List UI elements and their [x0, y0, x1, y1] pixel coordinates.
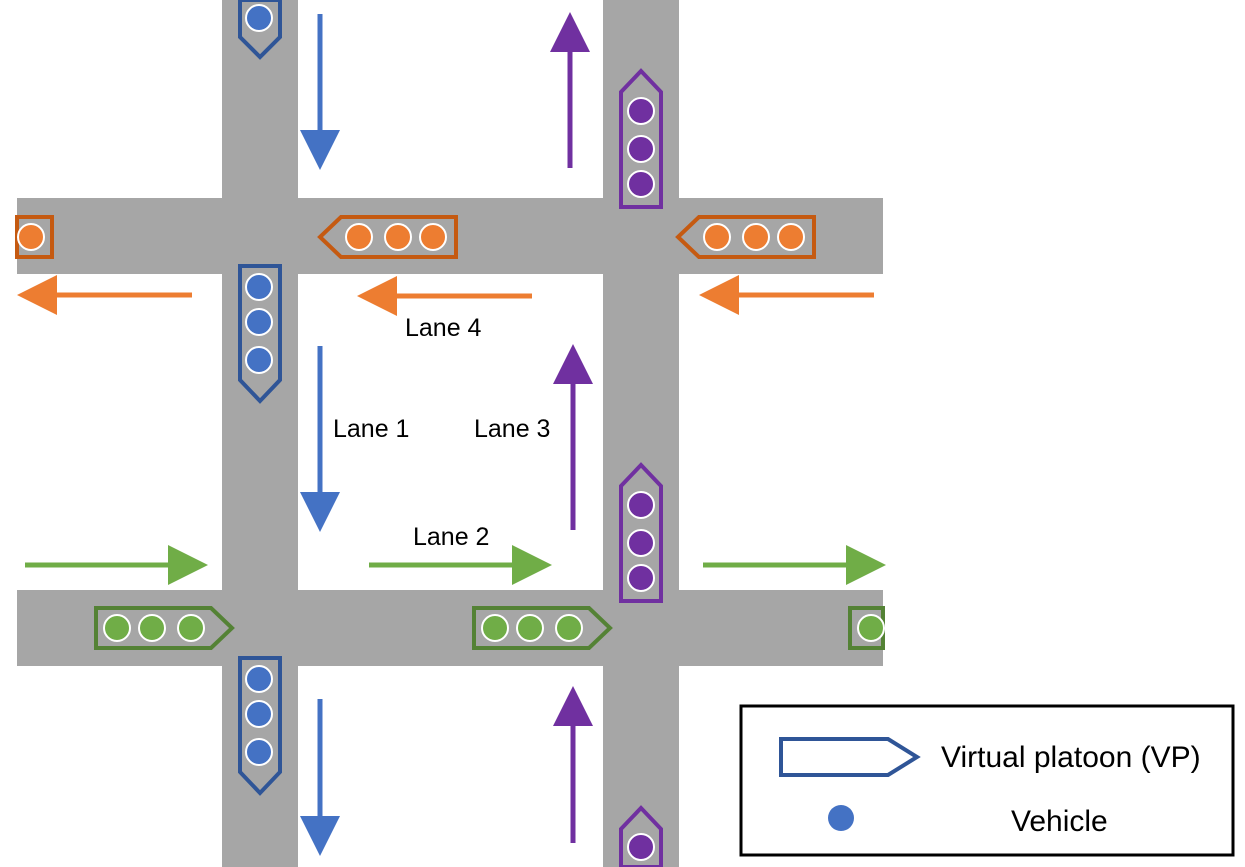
vehicle — [627, 833, 655, 861]
lane-2-label: Lane 2 — [413, 523, 489, 551]
vehicle — [245, 700, 273, 728]
virtual-platoon-purple-top — [619, 68, 663, 209]
vehicle — [555, 614, 583, 642]
virtual-platoon-green-left — [94, 606, 235, 650]
purple-platoons — [619, 68, 663, 867]
legend-vehicle-label: Vehicle — [1011, 805, 1108, 838]
green-platoons — [94, 606, 885, 650]
virtual-platoon-blue-bottom — [238, 656, 282, 796]
vehicle — [516, 614, 544, 642]
vehicle — [703, 223, 731, 251]
virtual-platoon-green-right — [848, 606, 885, 650]
vehicle — [627, 529, 655, 557]
legend: Virtual platoon (VP) Vehicle — [739, 704, 1235, 857]
virtual-platoon-purple-bottom — [619, 805, 663, 867]
vehicle — [419, 223, 447, 251]
orange-platoons — [15, 215, 816, 259]
vehicle — [627, 135, 655, 163]
virtual-platoon-orange-right — [675, 215, 816, 259]
vehicle — [481, 614, 509, 642]
lane-direction-arrows — [17, 12, 886, 856]
blue-platoons — [238, 0, 282, 796]
virtual-platoon-orange-middle — [317, 215, 458, 259]
lane-4-label: Lane 4 — [405, 314, 482, 342]
vehicle — [103, 614, 131, 642]
vehicle — [345, 223, 373, 251]
virtual-platoon-purple-middle — [619, 462, 663, 603]
vehicle — [138, 614, 166, 642]
vehicle — [245, 346, 273, 374]
vehicle — [245, 308, 273, 336]
legend-box — [739, 704, 1235, 857]
virtual-platoon-blue-top — [238, 0, 282, 60]
vehicle — [245, 273, 273, 301]
virtual-platoon-blue-middle — [238, 264, 282, 404]
lane-1-label: Lane 1 — [333, 415, 409, 443]
vehicle — [245, 4, 273, 32]
vehicle — [742, 223, 770, 251]
vehicle — [777, 223, 805, 251]
vehicle — [17, 223, 45, 251]
legend-vehicle-icon — [828, 805, 854, 831]
legend-platoon-icon — [779, 737, 921, 777]
vehicle — [627, 564, 655, 592]
virtual-platoon-green-middle — [472, 606, 613, 650]
vehicle — [245, 665, 273, 693]
vehicle — [627, 491, 655, 519]
lane-labels: Lane 1 Lane 2 Lane 3 Lane 4 — [333, 314, 550, 551]
vehicle — [384, 223, 412, 251]
lane-3-label: Lane 3 — [474, 415, 550, 443]
legend-platoon-label: Virtual platoon (VP) — [941, 741, 1201, 774]
virtual-platoon-orange-left — [15, 215, 54, 259]
vehicle — [857, 614, 885, 642]
vehicle — [627, 170, 655, 198]
vehicle — [177, 614, 205, 642]
vehicle — [245, 738, 273, 766]
vehicle — [627, 97, 655, 125]
